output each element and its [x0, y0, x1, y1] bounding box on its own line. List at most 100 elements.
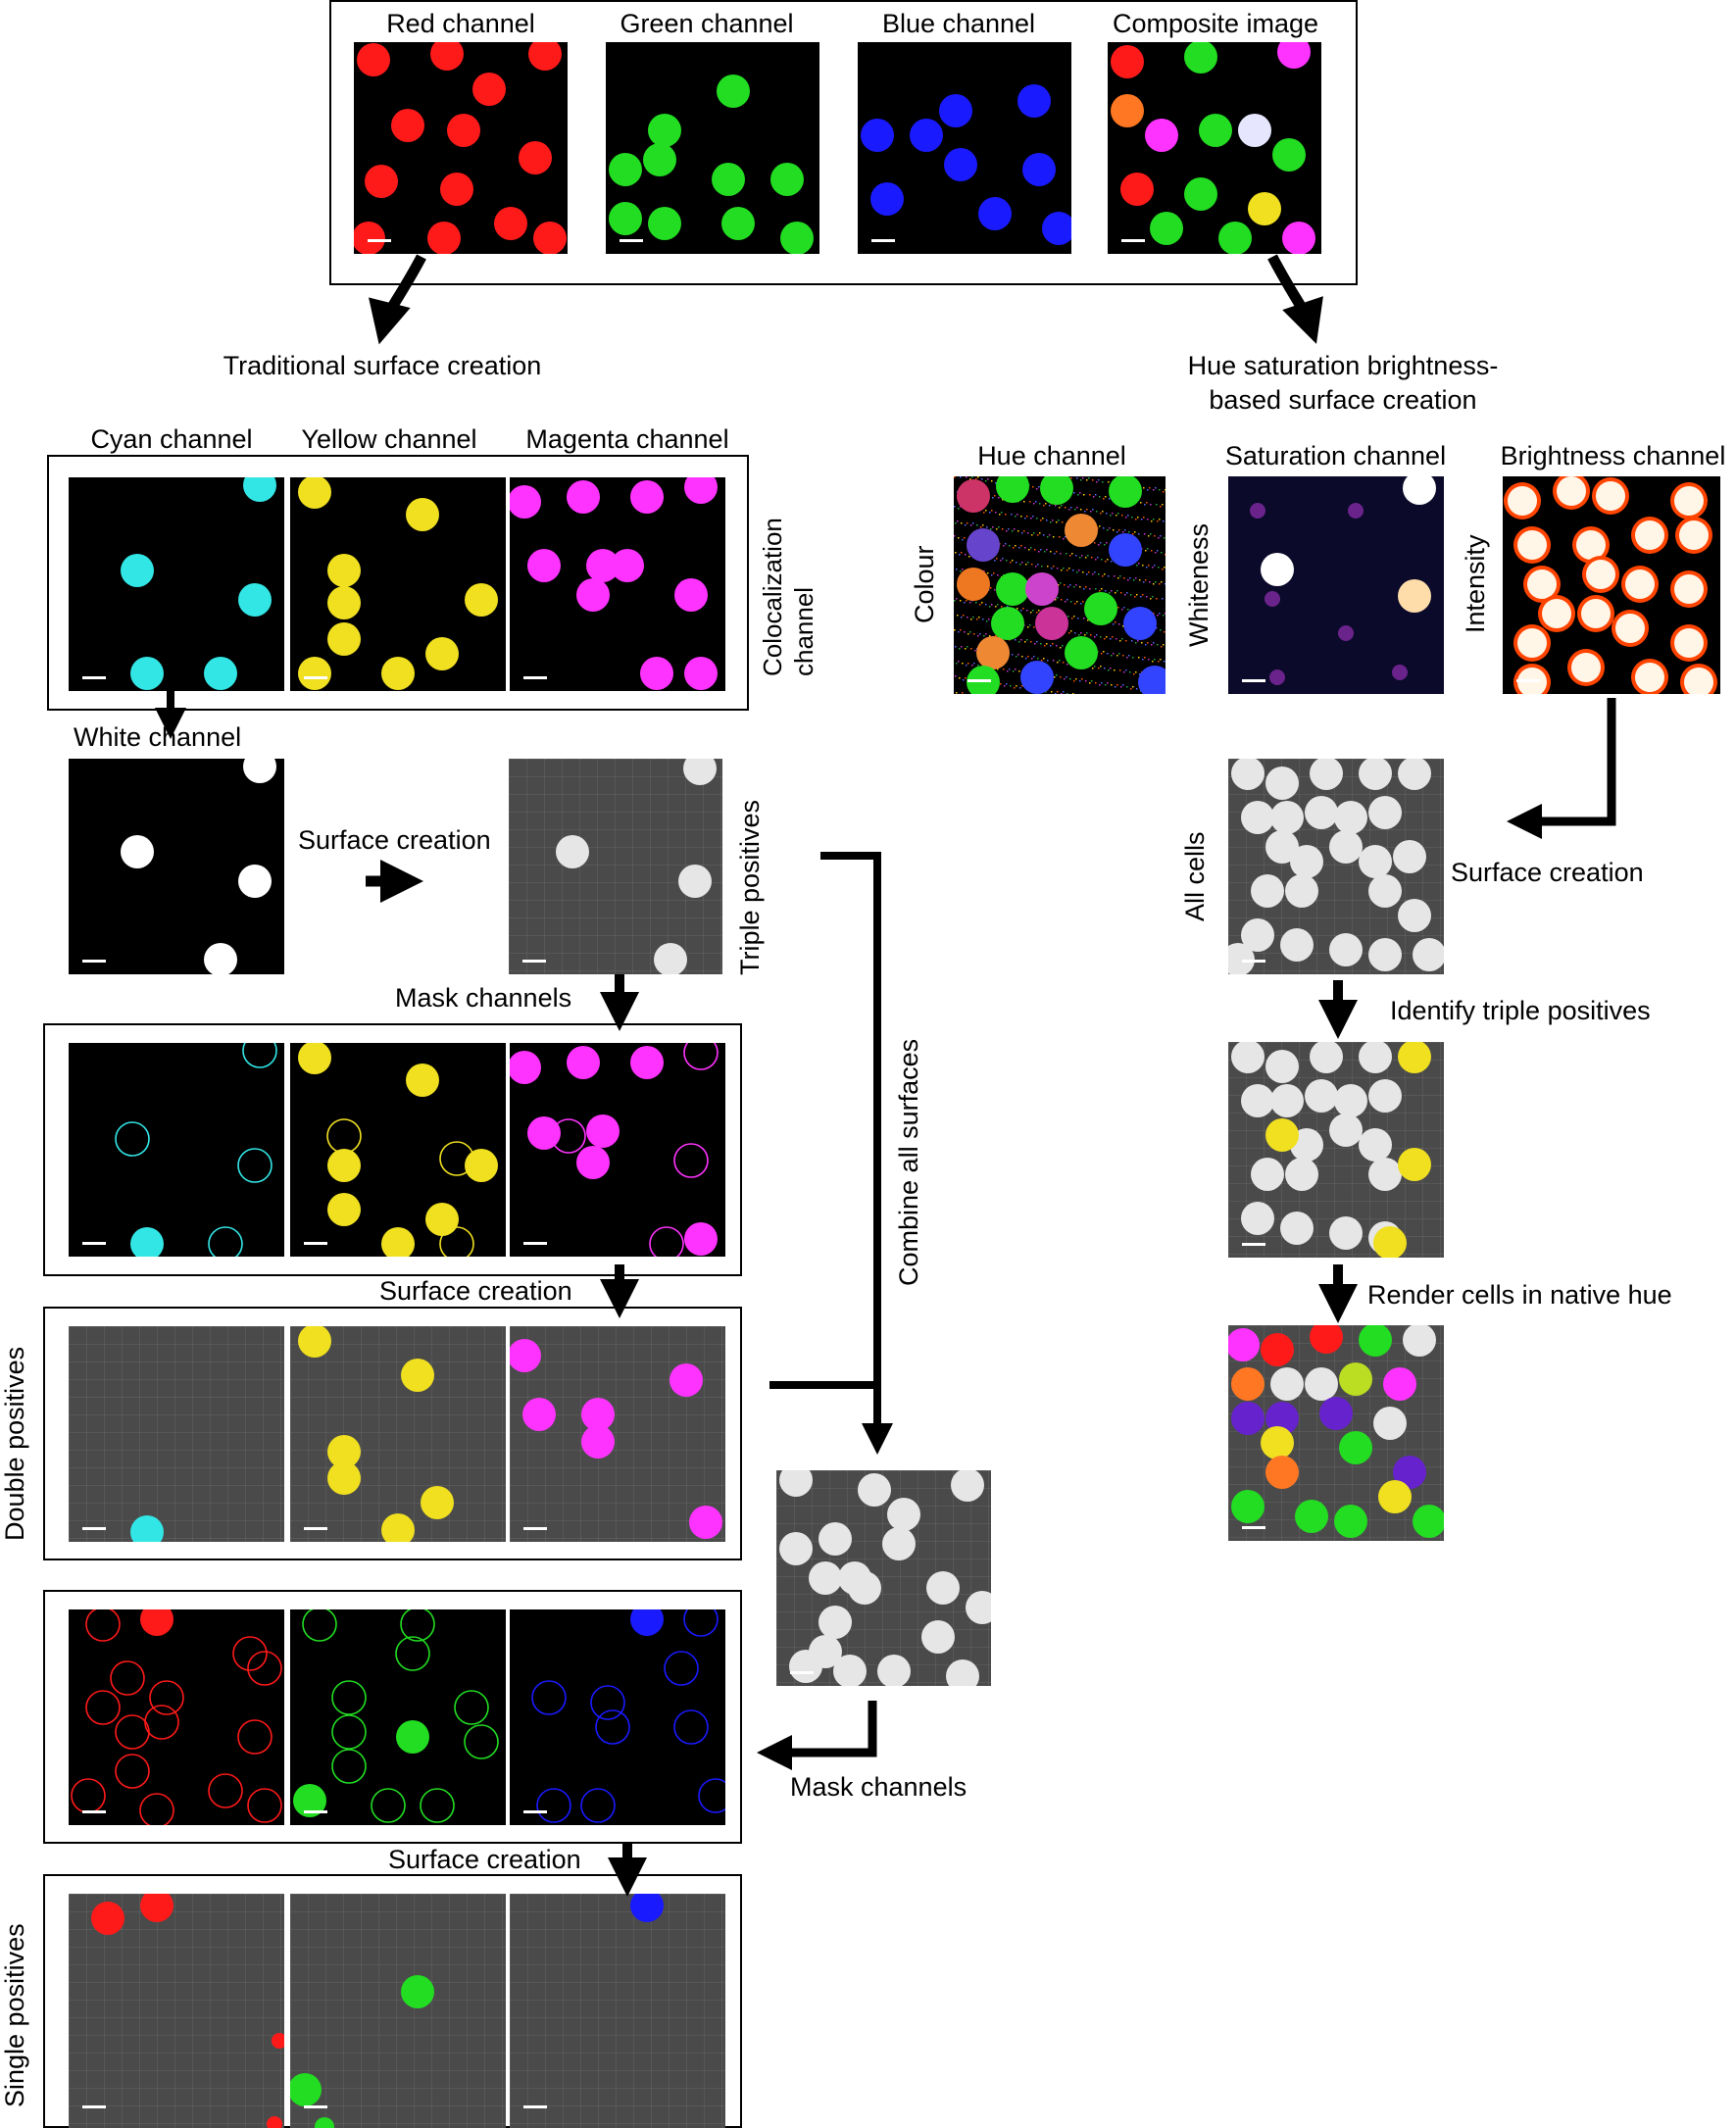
cell	[1109, 533, 1142, 567]
noise-pixel	[1118, 653, 1120, 655]
green-channel-label: Green channel	[620, 9, 794, 38]
noise-pixel	[1079, 680, 1081, 682]
cell	[354, 222, 385, 254]
noise-pixel	[1115, 621, 1116, 623]
noise-pixel	[1007, 606, 1009, 608]
noise-pixel	[1038, 551, 1040, 553]
cell	[1065, 636, 1098, 669]
noise-pixel	[981, 602, 983, 604]
cell	[611, 549, 644, 582]
noise-pixel	[987, 478, 989, 480]
noise-pixel	[1070, 630, 1072, 632]
noise-pixel	[1074, 603, 1076, 605]
noise-pixel	[1157, 520, 1159, 522]
traditional-title: Traditional surface creation	[223, 351, 542, 380]
noise-pixel	[1055, 505, 1057, 507]
noise-pixel	[1150, 598, 1152, 600]
noise-pixel	[1099, 590, 1101, 592]
surface-creation-label-hsb: Surface creation	[1451, 858, 1644, 887]
noise-pixel	[979, 633, 981, 635]
noise-pixel	[1123, 671, 1125, 673]
cell	[556, 835, 589, 868]
noise-pixel	[1037, 564, 1039, 566]
noise-pixel	[1157, 615, 1159, 617]
cell	[71, 1778, 106, 1813]
noise-pixel	[1087, 555, 1089, 557]
noise-pixel	[1147, 519, 1149, 520]
noise-pixel	[1153, 613, 1155, 615]
noise-pixel	[1020, 610, 1022, 612]
noise-pixel	[1127, 609, 1129, 611]
noise-pixel	[1148, 565, 1150, 567]
cell	[427, 222, 461, 254]
cell	[1413, 938, 1444, 971]
noise-pixel	[1037, 658, 1039, 660]
noise-pixel	[1141, 642, 1143, 644]
noise-pixel	[994, 495, 996, 497]
noise-pixel	[1066, 599, 1068, 601]
noise-pixel	[1054, 553, 1056, 555]
cell	[779, 1532, 813, 1565]
noise-pixel	[1164, 537, 1166, 539]
cell	[1020, 661, 1054, 694]
cell	[648, 207, 681, 240]
cell	[208, 1773, 243, 1808]
noise-pixel	[1075, 678, 1077, 680]
cell	[967, 528, 1000, 562]
noise-pixel	[969, 478, 971, 480]
noise-pixel	[1124, 594, 1126, 596]
cell	[1290, 845, 1323, 878]
noise-pixel	[1154, 565, 1156, 567]
noise-pixel	[1136, 565, 1138, 567]
cell	[272, 2033, 284, 2049]
cell	[1527, 569, 1557, 599]
noise-pixel	[973, 663, 975, 665]
noise-pixel	[1162, 504, 1164, 506]
noise-pixel	[1008, 528, 1010, 530]
cell	[1339, 1431, 1372, 1464]
cell	[1280, 1212, 1314, 1245]
cell	[381, 1513, 415, 1542]
cell	[121, 835, 154, 868]
noise-pixel	[1165, 583, 1166, 585]
cell	[1295, 1500, 1328, 1533]
noise-pixel	[1012, 654, 1014, 656]
noise-pixel	[1111, 590, 1113, 592]
noise-pixel	[985, 480, 987, 482]
cell	[149, 1680, 184, 1715]
noise-pixel	[1056, 645, 1058, 647]
noise-pixel	[1106, 636, 1108, 638]
noise-pixel	[1112, 636, 1114, 638]
cell	[770, 163, 804, 196]
noise-pixel	[1003, 545, 1005, 547]
cell	[425, 1203, 459, 1236]
noise-pixel	[1036, 488, 1038, 490]
noise-pixel	[972, 522, 974, 524]
noise-pixel	[1020, 545, 1022, 547]
yellow-channel-image	[290, 477, 506, 691]
noise-pixel	[955, 675, 957, 677]
noise-pixel	[1092, 573, 1094, 575]
noise-pixel	[1067, 586, 1069, 588]
noise-pixel	[1052, 520, 1054, 521]
noise-pixel	[1084, 511, 1086, 513]
magenta-channel-image	[510, 477, 725, 691]
noise-pixel	[1132, 686, 1134, 688]
cell	[1398, 899, 1431, 932]
noise-pixel	[1075, 584, 1077, 586]
noise-pixel	[1053, 660, 1055, 662]
cell	[1674, 574, 1704, 604]
noise-pixel	[960, 506, 962, 508]
noise-pixel	[964, 602, 966, 604]
noise-pixel	[1065, 536, 1066, 538]
noise-pixel	[1101, 653, 1103, 655]
cell	[630, 1609, 664, 1636]
noise-pixel	[1100, 666, 1102, 668]
noise-pixel	[1099, 496, 1101, 498]
cell	[877, 1655, 911, 1686]
noise-pixel	[959, 677, 961, 679]
noise-pixel	[1116, 531, 1118, 533]
cell	[522, 1398, 556, 1431]
double-positive-yellow	[290, 1326, 506, 1542]
noise-pixel	[1096, 481, 1098, 483]
